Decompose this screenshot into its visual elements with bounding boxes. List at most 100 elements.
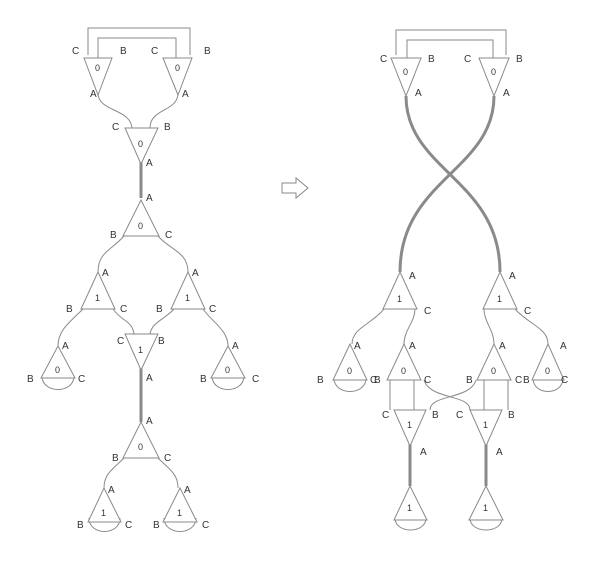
right-arrow-icon [281,176,309,200]
port-label: B [516,54,523,65]
port-label: A [499,341,506,352]
wire [351,308,385,345]
wire [149,308,175,335]
wire [103,457,125,489]
port-label: A [509,271,516,282]
port-label: B [112,453,119,464]
agent-node: 1 [393,484,428,521]
agent-node: 0 A B C [27,341,85,385]
loop-wire [469,517,503,531]
port-label: B [523,375,530,386]
port-label: C [380,54,387,65]
loop-wire [394,517,427,531]
agent-triangle [468,484,504,521]
port-label: B [77,520,84,531]
agent-value: 1 [185,293,190,303]
port-label: A [146,416,153,427]
port-label: B [110,230,117,241]
agent-triangle [87,486,122,523]
port-label: A [184,485,191,496]
agent-triangle [469,409,503,448]
agent-triangle [210,344,246,379]
agent-node: 1 [468,484,504,521]
port-label: C [165,230,172,241]
wire [87,27,191,55]
port-label: A [102,268,109,279]
agent-value: 0 [55,365,60,375]
agent-triangle [390,57,422,98]
port-label: A [146,373,153,384]
port-label: B [204,46,211,57]
agent-value: 0 [138,442,143,452]
agent-value: 0 [347,366,352,376]
port-label: A [146,193,153,204]
port-label: A [62,341,69,352]
agent-node: 1 A C [382,270,431,317]
loop-wire [41,375,75,390]
port-label: C [424,306,431,317]
port-label: A [90,89,97,100]
port-label: B [432,410,439,421]
port-label: C [120,304,127,315]
agent-value: 0 [491,67,496,77]
agent-triangle [80,270,116,310]
agent-triangle [40,344,76,379]
agent-value: 0 [401,366,406,376]
port-label: B [200,374,207,385]
loop-wire [532,377,564,392]
agent-triangle [124,127,159,166]
port-label: C [456,410,463,421]
agent-node: 0 A C B [72,46,127,100]
left-agents: 0 A C B 0 A C B 0 A C B 0 A B C [27,46,259,531]
port-label: C [252,374,259,385]
agent-node: 1 A B C [153,485,209,531]
wire [149,92,179,129]
agent-value: 1 [407,503,412,513]
wire [395,29,507,55]
port-label: C [202,520,209,531]
port-label: A [415,88,422,99]
wire [157,235,189,273]
agent-triangle [393,484,428,521]
agent-node: 1 A C [482,270,531,317]
agent-value: 0 [138,221,143,231]
agent-value: 1 [483,503,488,513]
wire [514,308,549,345]
port-label: A [146,158,153,169]
wire [403,308,416,345]
agent-node: 1 A B C [156,268,216,315]
wire [429,379,477,411]
agent-triangle [162,57,193,97]
agent-node: 0 A C B [112,122,171,169]
agent-triangle [281,176,309,200]
port-label: B [158,336,165,347]
agent-triangle [83,57,113,97]
agent-triangle [382,270,418,310]
agent-triangle [332,342,368,381]
agent-triangle [122,198,160,237]
port-label: A [560,341,567,352]
agent-value: 1 [397,294,402,304]
principal-wire [398,95,496,273]
port-label: C [464,54,471,65]
agent-node: 1 A B C [77,485,132,531]
wire [202,308,229,347]
agent-value: 1 [177,508,182,518]
agent-node: 1 A C B [456,409,515,458]
port-label: C [72,46,79,57]
agent-value: 0 [545,366,550,376]
agent-node: 0 A B C [374,341,431,386]
agent-triangle [476,342,512,381]
agent-node: 0 A B C [466,341,522,386]
agent-value: 1 [101,508,106,518]
wire [157,457,179,489]
port-label: A [409,271,416,282]
agent-value: 1 [95,293,100,303]
agent-triangle [122,420,160,459]
port-label: B [156,304,163,315]
agent-value: 0 [403,67,408,77]
port-label: C [209,304,216,315]
agent-node: 0 A C B [380,54,435,99]
wire [406,39,494,60]
